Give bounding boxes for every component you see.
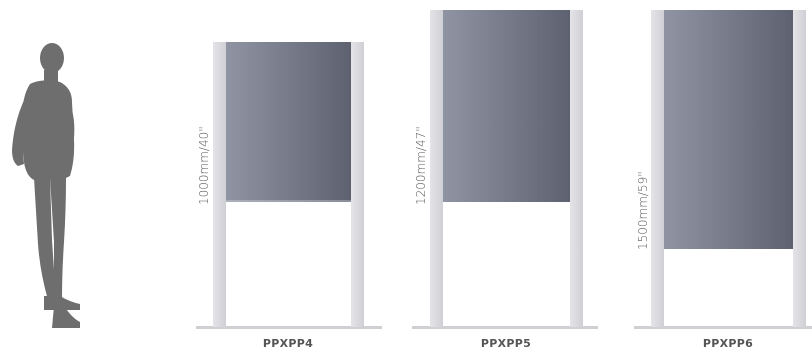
base-plate [196, 326, 382, 329]
sign-ppxpp4: 1000mm/40" PPXPP4 [196, 42, 382, 350]
dimension-label: 1000mm/40" [197, 126, 211, 205]
right-post [351, 42, 364, 327]
dimension-label: 1500mm/59" [636, 171, 650, 250]
person-silhouette-icon [12, 43, 80, 328]
left-post [651, 10, 664, 327]
sign-panel [226, 42, 351, 202]
right-post [570, 10, 583, 327]
model-label: PPXPP5 [481, 337, 531, 350]
dimension-label: 1200mm/47" [414, 126, 428, 205]
right-post [793, 10, 806, 327]
sign-panel [443, 10, 570, 202]
model-label: PPXPP4 [263, 337, 313, 350]
base-plate [412, 326, 598, 329]
sign-ppxpp5: 1200mm/47" PPXPP5 [412, 10, 598, 350]
model-label: PPXPP6 [703, 337, 753, 350]
sign-panel [664, 10, 793, 249]
left-post [213, 42, 226, 327]
base-plate [634, 326, 812, 329]
left-post [430, 10, 443, 327]
sign-ppxpp6: 1500mm/59" PPXPP6 [634, 10, 812, 350]
